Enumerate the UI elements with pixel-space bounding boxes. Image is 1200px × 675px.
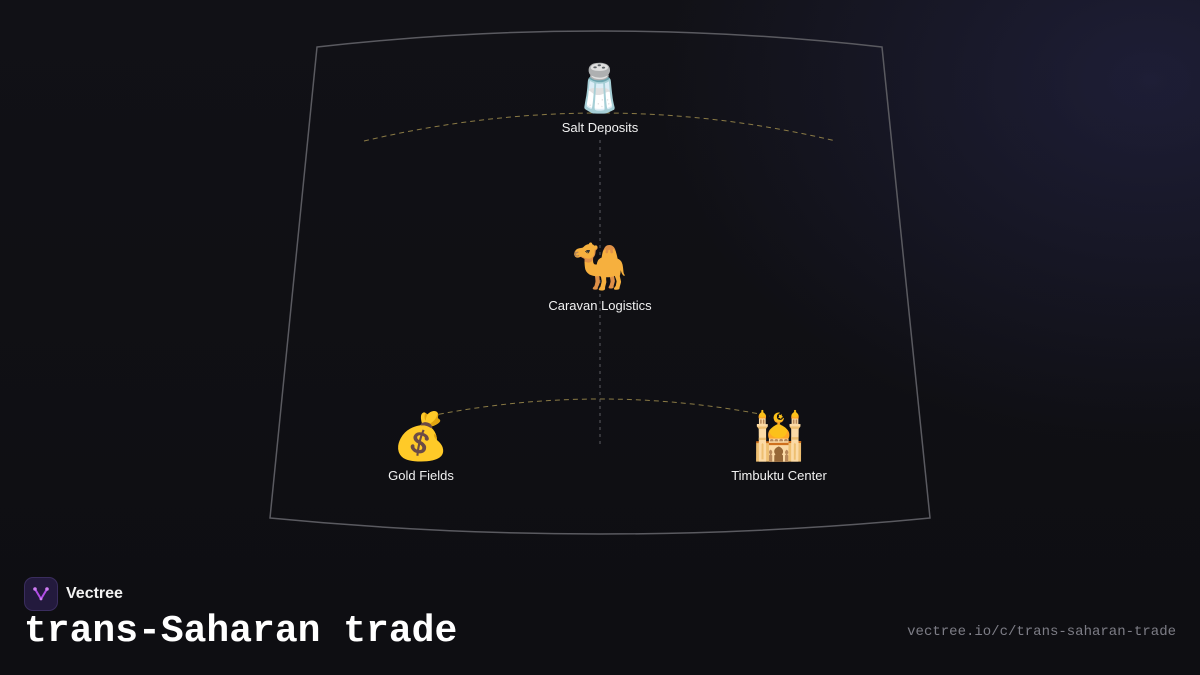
node-caravan-logistics: 🐪 Caravan Logistics	[500, 238, 700, 313]
node-label: Gold Fields	[388, 468, 454, 483]
camel-icon: 🐪	[571, 239, 629, 293]
connector-arc-top	[363, 112, 837, 142]
node-label: Caravan Logistics	[548, 298, 652, 313]
vectree-logo-icon	[24, 577, 58, 611]
brand: Vectree	[24, 577, 123, 611]
node-timbuktu-center: 🕌 Timbuktu Center	[679, 408, 879, 483]
page-title: trans-Saharan trade	[24, 610, 458, 653]
brand-name: Vectree	[66, 585, 123, 602]
map-frame	[269, 30, 931, 535]
salt-shaker-icon: 🧂	[571, 61, 629, 115]
node-label: Timbuktu Center	[731, 468, 827, 483]
money-bag-icon: 💰	[392, 409, 450, 463]
source-url: vectree.io/c/trans-saharan-trade	[907, 624, 1176, 640]
node-gold-fields: 💰 Gold Fields	[321, 408, 521, 483]
node-salt-deposits: 🧂 Salt Deposits	[500, 60, 700, 135]
mosque-icon: 🕌	[750, 409, 808, 463]
node-label: Salt Deposits	[561, 120, 639, 135]
